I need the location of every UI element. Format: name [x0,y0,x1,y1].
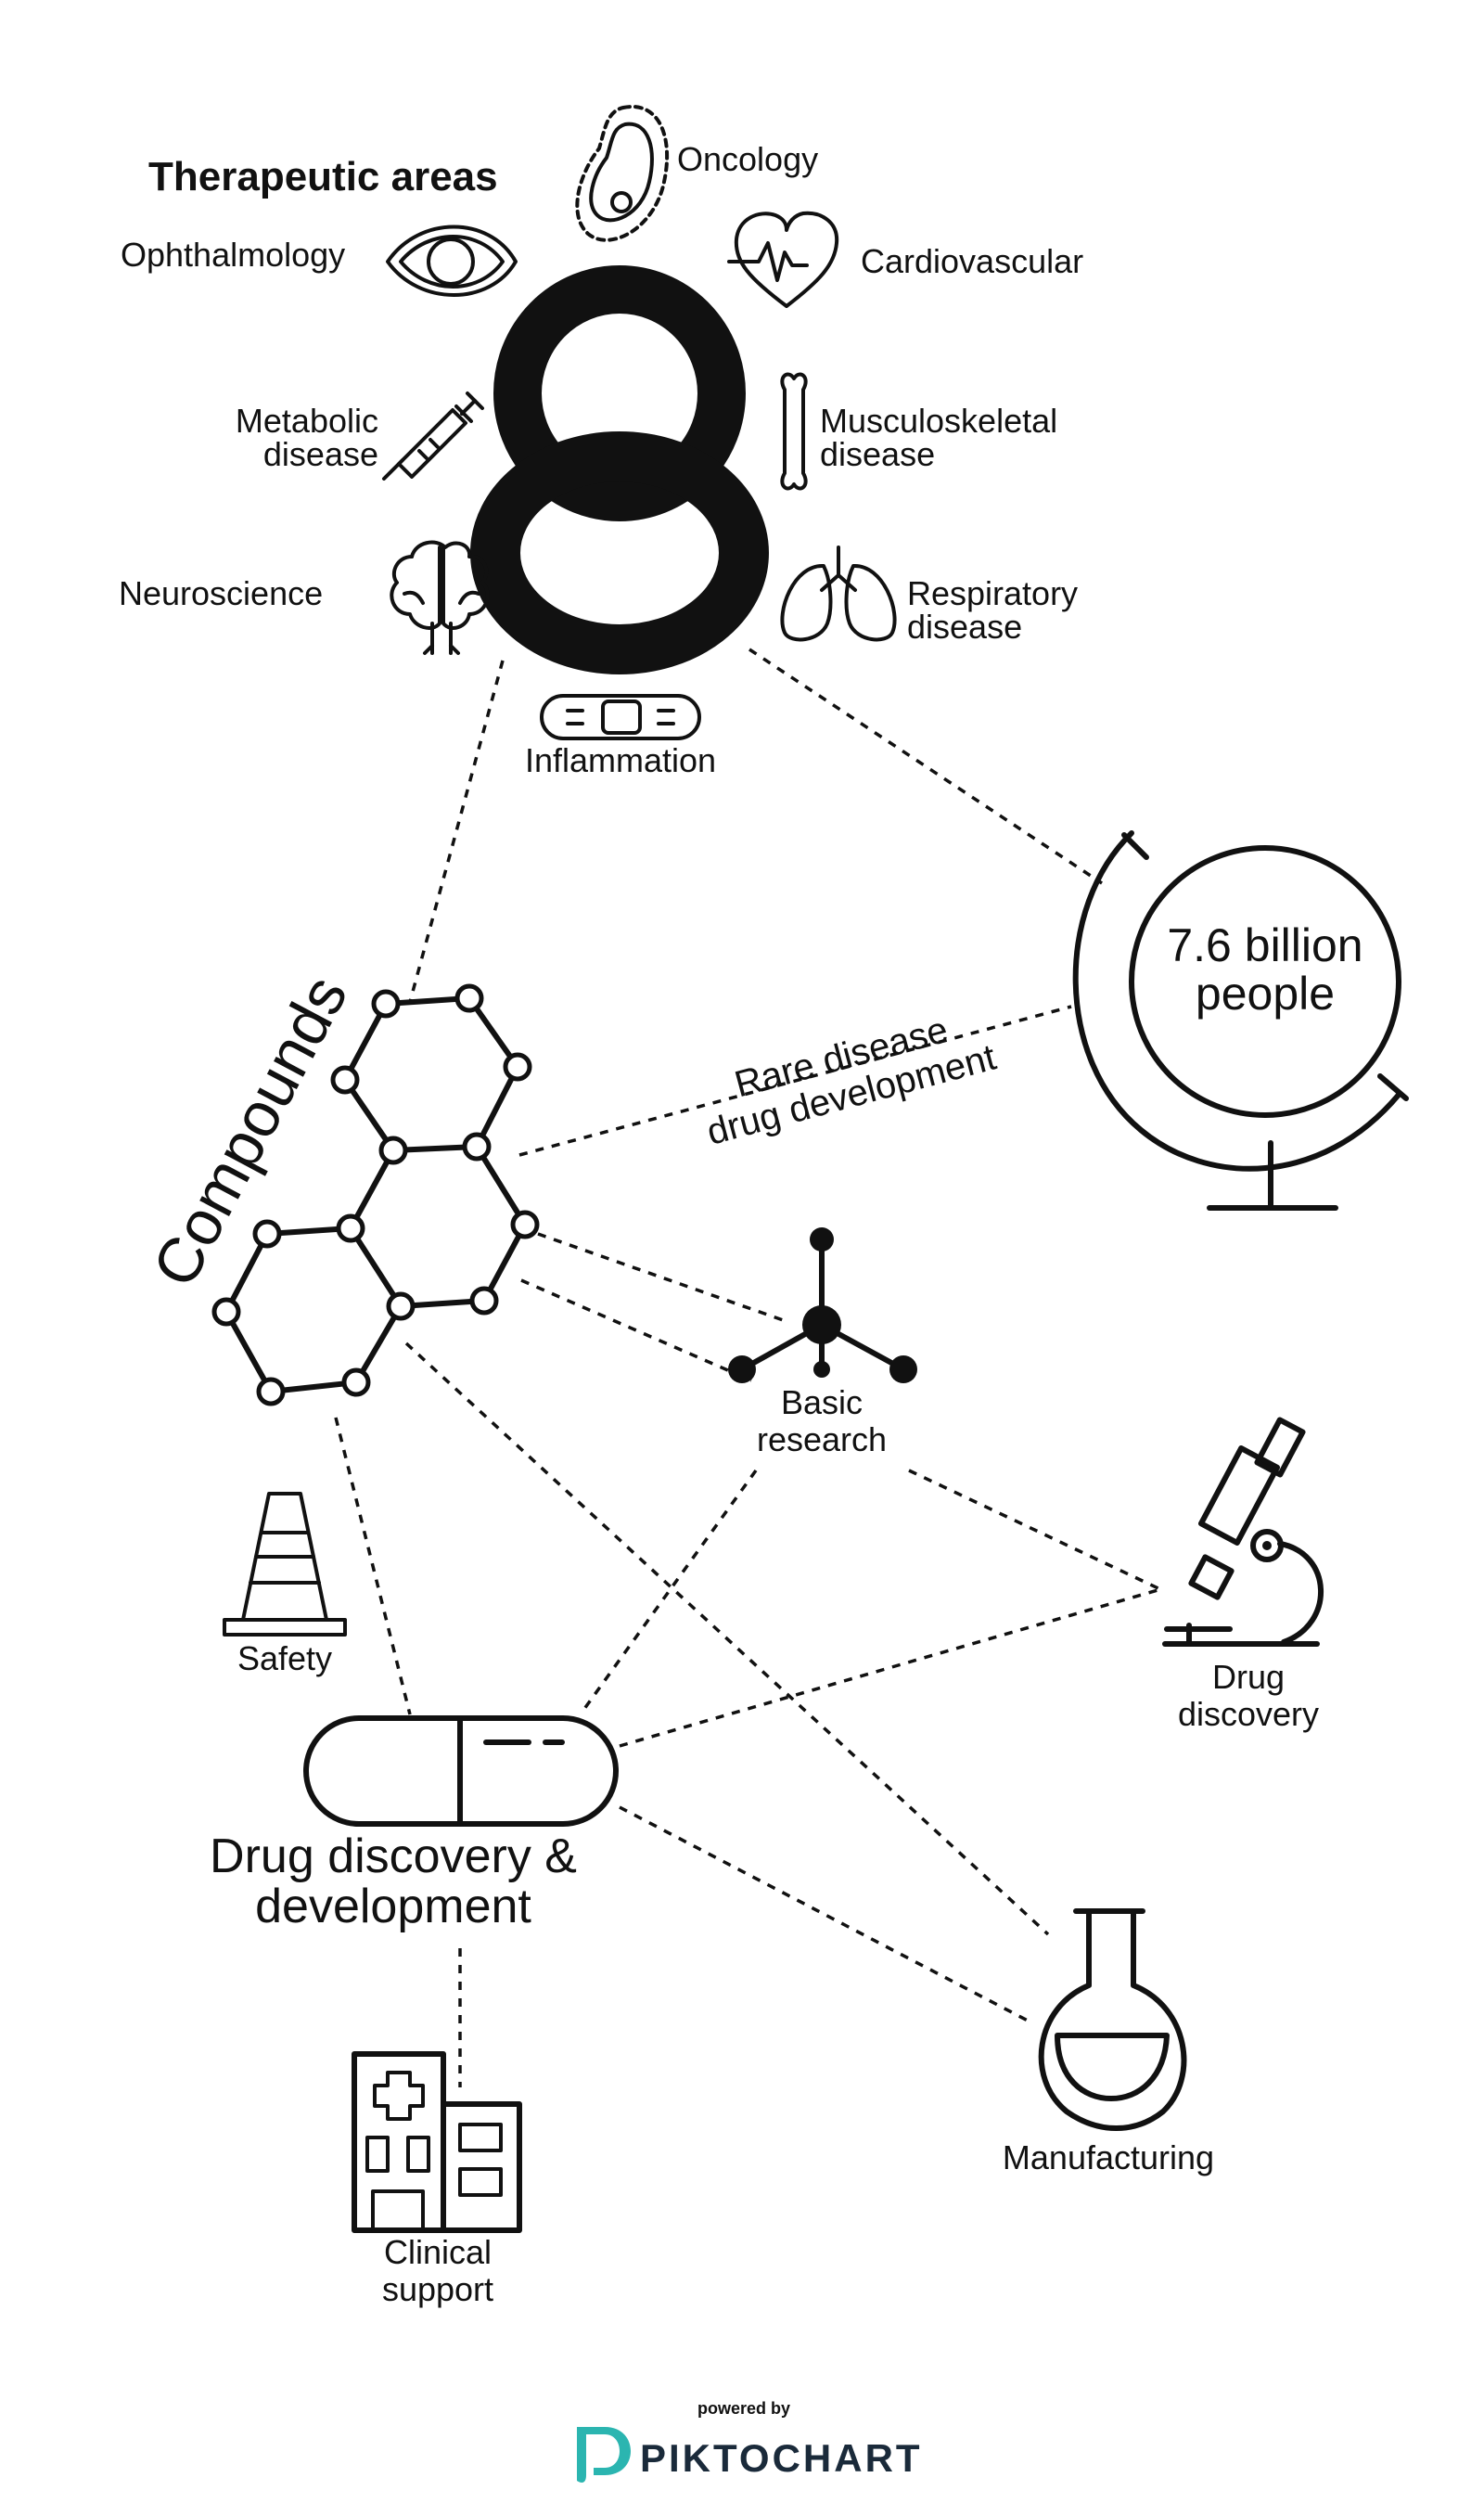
globe-line2: people [1196,968,1335,1020]
label-manufacturing: Manufacturing [1003,2138,1214,2176]
big-number-eight [470,265,769,674]
label-musculoskeletal-line2: disease [820,435,935,473]
connector-pill-manufacturing [619,1805,1029,2022]
heart-icon [727,211,839,308]
clinical-support-line1: Clinical [384,2233,492,2271]
connector-compounds-globe [518,1005,1072,1157]
globe-line1: 7.6 billion [1167,919,1362,971]
pill-icon [303,1715,619,1827]
molecule-icon [211,983,540,1406]
drug-dev-line1: Drug discovery & [210,1829,577,1883]
label-respiratory-line1: Respiratory [907,574,1078,612]
basic-research-line2: research [757,1420,887,1458]
connector-compounds-pill [334,1417,412,1715]
powered-by-text: powered by [697,2399,790,2418]
bone-icon [780,372,808,491]
drug-dev-line2: development [255,1880,531,1933]
connector-eight-globe [748,648,1103,885]
label-compounds: Compounds [139,964,361,1297]
globe-icon [1072,830,1409,1211]
tumor-icon [575,105,669,242]
microscope-icon [1162,1417,1324,1647]
bandage-icon [540,694,701,740]
traffic-cone-icon [223,1492,347,1637]
label-neuroscience: Neuroscience [119,574,323,612]
lungs-icon [780,546,897,642]
connector-research-microscope [908,1469,1165,1593]
drug-discovery-line1: Drug [1212,1658,1285,1696]
syringe-icon [382,392,484,481]
label-inflammation: Inflammation [525,741,716,779]
connector-pill-microscope [619,1586,1165,1748]
connector-eight-compounds [408,660,505,1003]
drug-discovery-line2: discovery [1178,1695,1319,1733]
label-metabolic-line2: disease [263,435,378,473]
atom-model-icon [728,1227,917,1383]
rare-disease-label: Rare disease drug development [703,1009,1001,1153]
label-metabolic-line1: Metabolic [236,402,378,440]
connector-compounds-research-1 [537,1232,789,1324]
brain-icon [390,540,490,655]
basic-research-line1: Basic [781,1383,863,1421]
label-oncology: Oncology [677,140,818,178]
label-ophthalmology: Ophthalmology [121,236,345,274]
piktochart-logo-icon [577,2427,631,2483]
label-respiratory-line2: disease [907,608,1022,646]
connector-research-pill [582,1469,758,1711]
label-safety: Safety [237,1639,332,1677]
label-musculoskeletal-line1: Musculoskeletal [820,402,1057,440]
hospital-icon [352,2051,522,2233]
eye-icon [386,225,518,297]
flask-icon [1038,1908,1187,2131]
connector-lines [334,648,1165,2087]
piktochart-brand: PIKTOCHART [640,2436,923,2480]
page-title: Therapeutic areas [148,154,498,199]
connector-compounds-manufacturing [404,1341,1050,1936]
clinical-support-line2: support [382,2270,493,2308]
label-cardiovascular: Cardiovascular [861,242,1083,280]
